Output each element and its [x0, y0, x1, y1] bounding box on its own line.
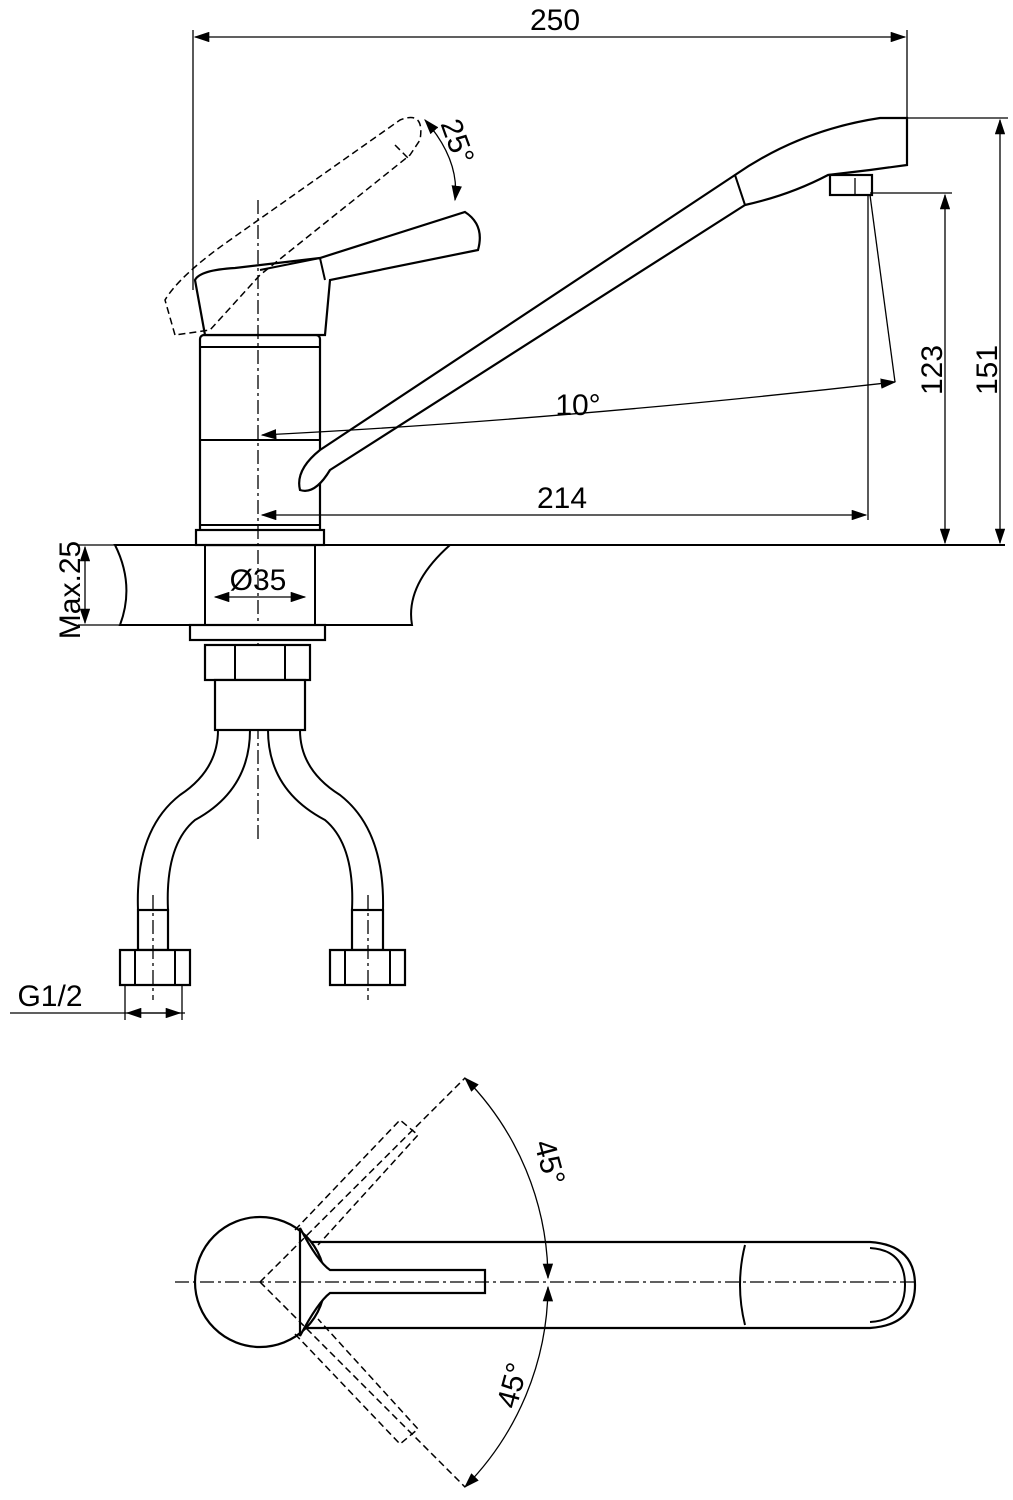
- countertop-section-right: [314, 544, 453, 626]
- side-view: 250 151 123 214 10° 25° Max.25 Ø35 G1/2: [10, 4, 1008, 1020]
- countertop-section: [113, 544, 206, 626]
- aerator: [828, 173, 874, 197]
- dim-lever-angle-right: 45°: [491, 1359, 535, 1411]
- spout: [298, 116, 909, 492]
- dim-connection-thread: G1/2: [17, 980, 82, 1013]
- fitting-right: [328, 948, 407, 987]
- lever-open-position: [164, 116, 422, 336]
- dim-lever-angle: 25°: [434, 115, 481, 169]
- dim-lever-angle-left: 45°: [527, 1136, 571, 1188]
- fitting-left: [118, 948, 192, 987]
- dim-spout-swing-angle: 10°: [555, 389, 600, 422]
- dim-mount-hole-diameter: Ø35: [230, 564, 287, 597]
- dim-aerator-height: 123: [916, 345, 949, 395]
- dim-spout-reach: 214: [537, 482, 587, 515]
- hose-right: [266, 729, 385, 911]
- dim-max-counter-thickness: Max.25: [54, 541, 87, 639]
- hose-left: [136, 729, 252, 911]
- top-view: 45° 45°: [175, 1077, 918, 1488]
- lever: [193, 210, 481, 337]
- dim-overall-height: 151: [971, 345, 1004, 395]
- dim-overall-length: 250: [530, 4, 580, 37]
- spout-top: [298, 1240, 917, 1330]
